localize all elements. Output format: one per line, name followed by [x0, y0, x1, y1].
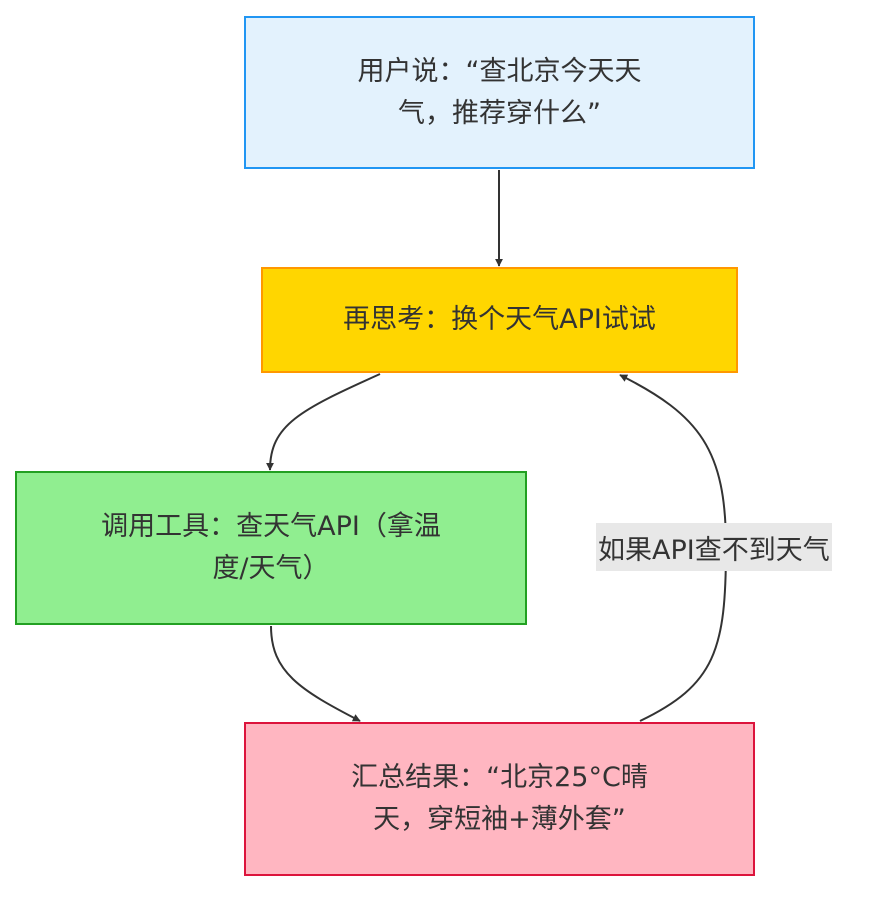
- node-user-line-2: 气，推荐穿什么”: [398, 97, 601, 129]
- node-rethink-line-1: 再思考：换个天气API试试: [343, 304, 656, 336]
- node-user-line-1: 用户说：“查北京今天天: [357, 55, 642, 87]
- edge-tool-to-summary: [270, 625, 361, 722]
- node-call-tool: 调用工具：查天气API（拿温 度/天气）: [15, 471, 527, 625]
- node-tool-line-1: 调用工具：查天气API（拿温: [101, 511, 441, 543]
- edge-label-retry: 如果API查不到天气: [596, 523, 832, 571]
- node-user-request: 用户说：“查北京今天天 气，推荐穿什么”: [244, 16, 755, 169]
- node-summary-line-2: 天，穿短袖+薄外套”: [373, 804, 626, 835]
- node-summary-line-1: 汇总结果：“北京25°C晴: [351, 762, 648, 794]
- edge-rethink-to-tool: [266, 373, 381, 471]
- node-tool-line-2: 度/天气）: [212, 553, 330, 584]
- node-rethink: 再思考：换个天气API试试: [261, 267, 738, 373]
- node-summary: 汇总结果：“北京25°C晴 天，穿短袖+薄外套”: [244, 722, 755, 876]
